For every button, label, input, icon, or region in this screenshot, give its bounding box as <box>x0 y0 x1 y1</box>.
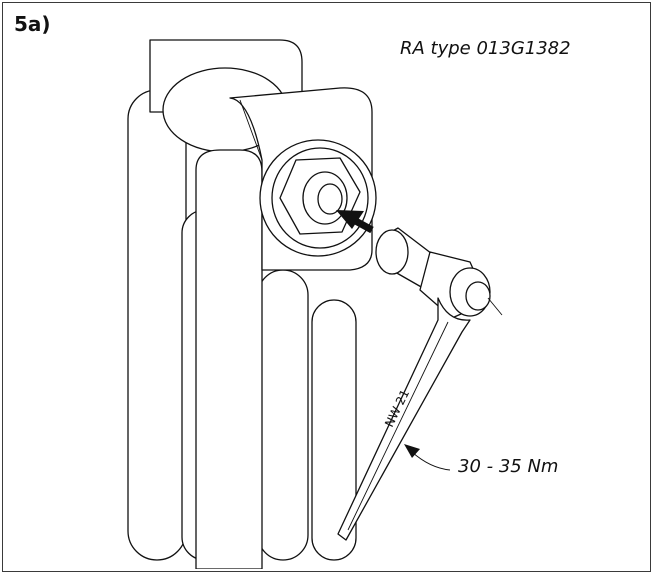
insert-arrow <box>336 210 374 234</box>
step-label: 5a) <box>14 12 51 36</box>
torque-label: 30 - 35 Nm <box>458 456 559 477</box>
valve-insert <box>375 227 503 319</box>
radiator-port <box>259 139 377 257</box>
torque-arrow <box>404 444 451 471</box>
wrench <box>337 297 471 541</box>
product-type-label: RA type 013G1382 <box>400 38 571 59</box>
